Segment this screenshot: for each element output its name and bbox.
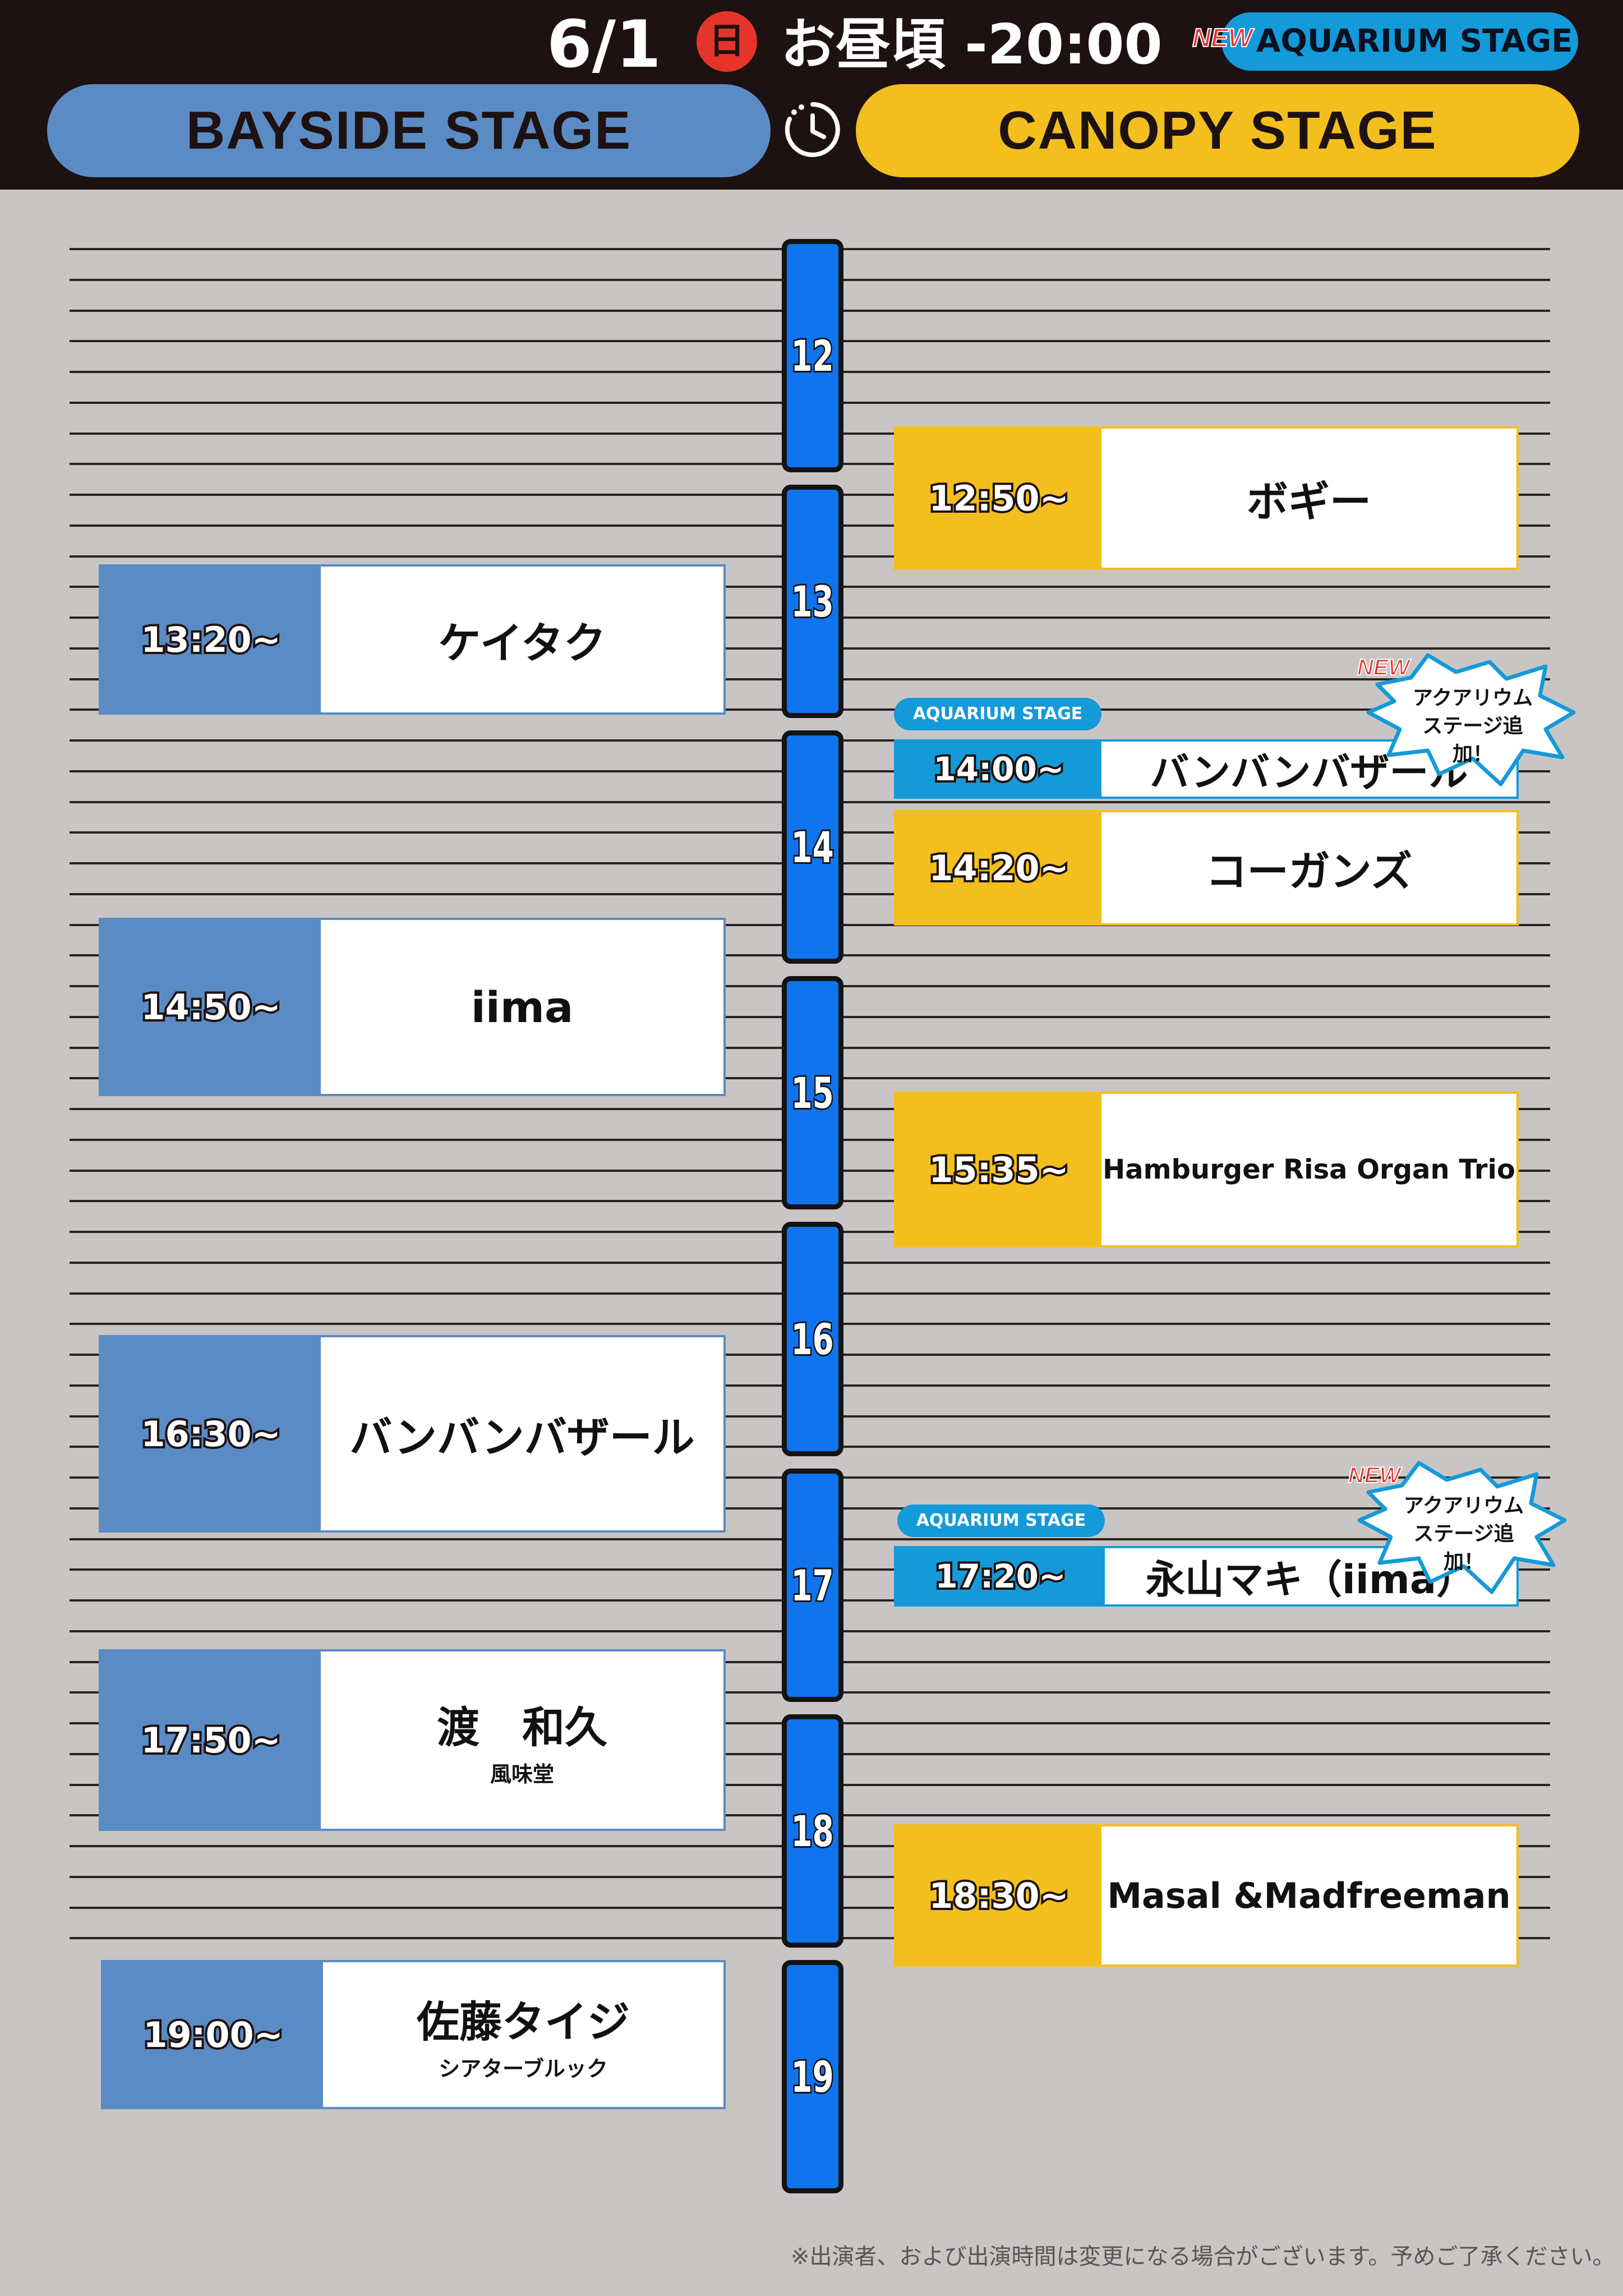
clock-icon — [785, 102, 840, 157]
slot-time: 19:00~ — [141, 2012, 285, 2058]
hour-block: 17 — [782, 1469, 843, 1702]
aquarium-stage-label: AQUARIUM STAGE — [1256, 23, 1573, 59]
artist-name: iima — [321, 920, 723, 1094]
canopy-slot: 14:20~ コーガンズ — [894, 810, 1519, 926]
hour-block: 15 — [782, 976, 843, 1209]
artist-band: 風味堂 — [490, 1761, 554, 1787]
bayside-slot: 16:30~ バンバンバザール — [99, 1335, 726, 1533]
aquarium-stage-tag: AQUARIUM STAGE — [897, 1504, 1105, 1537]
slot-time: 16:30~ — [139, 1411, 283, 1457]
hour-block: 12 — [782, 239, 843, 472]
bayside-slot: 17:50~ 渡 和久 風味堂 — [99, 1649, 726, 1831]
artist-name: Hamburger Risa Organ Trio — [1101, 1094, 1516, 1245]
aquarium-stage-tag: AQUARIUM STAGE — [894, 698, 1101, 730]
artist-name: コーガンズ — [1101, 812, 1516, 923]
aquarium-stage-pill — [1221, 12, 1578, 71]
header-bar: 6/1 日 お昼頃 -20:00 NEW AQUARIUM STAGE BAYS… — [0, 0, 1623, 190]
hour-block: 14 — [782, 730, 843, 964]
artist-name: ケイタク — [321, 567, 723, 712]
canopy-slot: 18:30~ Masal &Madfreeman — [894, 1824, 1519, 1967]
aquarium-slot: 14:00~ バンバンバザール — [894, 739, 1519, 799]
slot-time: 14:50~ — [139, 984, 283, 1030]
artist-name: ボギー — [1101, 429, 1516, 568]
footnote: ※出演者、および出演時間は変更になる場合がございます。予めご了承ください。 — [791, 2244, 1615, 2270]
canopy-slot: 15:35~ Hamburger Risa Organ Trio — [894, 1092, 1519, 1248]
event-date: 6/1 — [547, 7, 661, 82]
artist-band: シアターブルック — [439, 2056, 608, 2081]
artist-name: 佐藤タイジ シアターブルック — [323, 1962, 723, 2107]
bayside-slot: 13:20~ ケイタク — [99, 564, 726, 715]
slot-time: 18:30~ — [926, 1873, 1071, 1918]
slot-time: 14:20~ — [926, 845, 1071, 891]
hour-block: 16 — [782, 1222, 843, 1456]
slot-time: 12:50~ — [926, 476, 1071, 521]
new-stage-burst: NEW アクアリウム ステージ追加！ — [1357, 651, 1585, 791]
hour-block: 19 — [782, 1960, 843, 2193]
bayside-slot: 19:00~ 佐藤タイジ シアターブルック — [101, 1960, 726, 2109]
canopy-slot: 12:50~ ボギー — [894, 426, 1519, 570]
slot-time: 17:20~ — [933, 1555, 1068, 1598]
bayside-slot: 14:50~ iima — [99, 918, 726, 1096]
canopy-stage-header: CANOPY STAGE — [856, 84, 1579, 177]
new-stage-burst: NEW アクアリウム ステージ追加！ — [1348, 1458, 1576, 1599]
hour-block: 13 — [782, 485, 843, 718]
artist-name: 渡 和久 風味堂 — [321, 1651, 723, 1829]
slot-time: 15:35~ — [926, 1147, 1071, 1193]
event-time-range: お昼頃 -20:00 — [781, 13, 1163, 77]
hour-block: 18 — [782, 1714, 843, 1948]
artist-name: バンバンバザール — [321, 1337, 723, 1530]
artist-name: Masal &Madfreeman — [1101, 1826, 1516, 1964]
slot-time: 14:00~ — [931, 748, 1066, 790]
new-tag: NEW — [1192, 22, 1253, 53]
bayside-stage-header: BAYSIDE STAGE — [47, 84, 771, 177]
slot-time: 17:50~ — [139, 1718, 283, 1763]
day-badge: 日 — [697, 11, 757, 72]
slot-time: 13:20~ — [139, 617, 283, 662]
